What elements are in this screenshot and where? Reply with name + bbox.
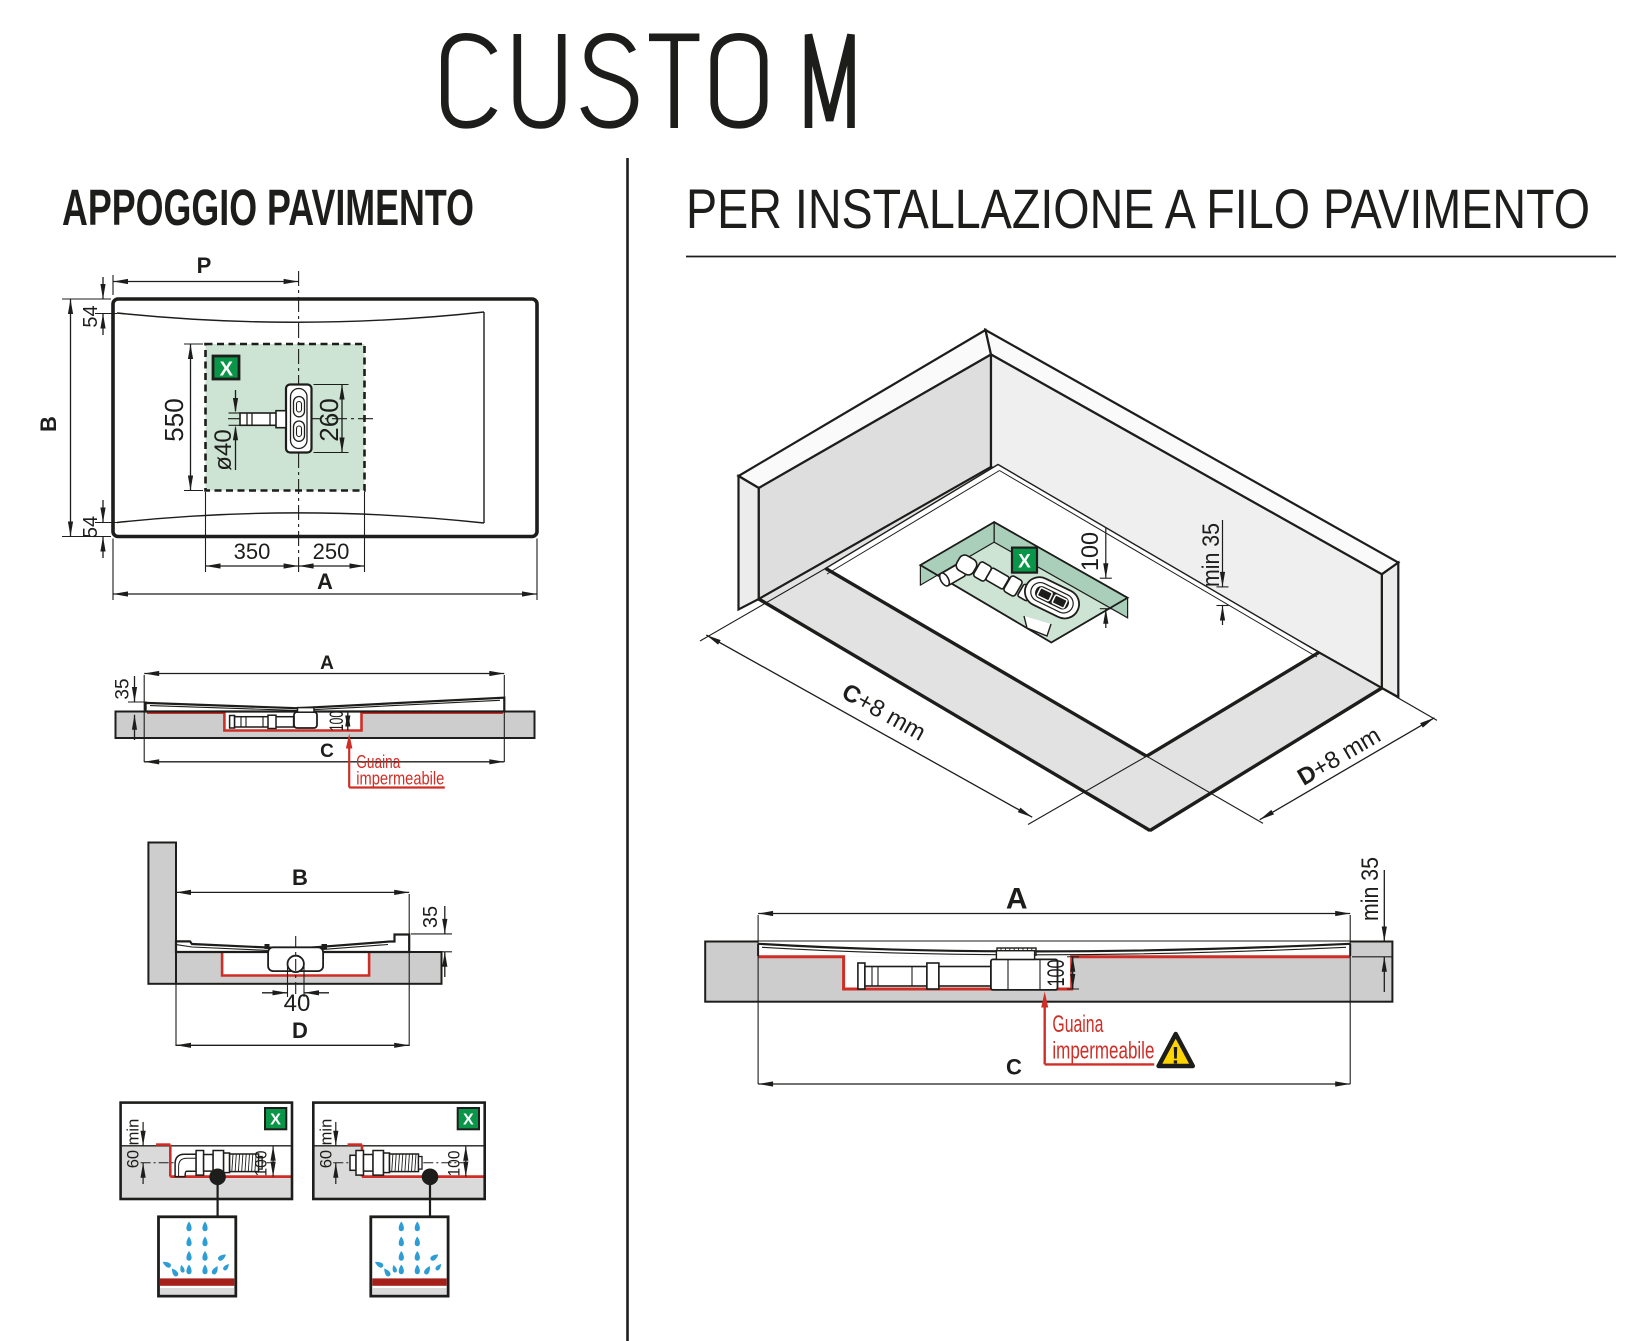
svg-text:60 min: 60 min <box>317 1119 335 1169</box>
svg-text:100: 100 <box>327 711 348 731</box>
svg-text:100: 100 <box>445 1151 463 1177</box>
svg-text:100: 100 <box>253 1151 271 1177</box>
svg-text:X: X <box>1018 552 1031 573</box>
svg-text:ø40: ø40 <box>210 429 237 470</box>
svg-text:350: 350 <box>234 539 271 564</box>
svg-text:40: 40 <box>284 990 311 1017</box>
svg-text:C: C <box>1006 1055 1022 1080</box>
svg-text:B: B <box>292 865 308 890</box>
svg-text:A: A <box>320 653 334 674</box>
svg-text:550: 550 <box>159 398 189 441</box>
svg-text:100: 100 <box>1077 532 1104 571</box>
svg-text:60 min: 60 min <box>125 1119 143 1169</box>
svg-text:X: X <box>463 1112 474 1129</box>
svg-text:min 35: min 35 <box>1198 523 1225 587</box>
svg-text:100: 100 <box>1043 960 1070 987</box>
svg-text:Guaina: Guaina <box>1052 1011 1103 1038</box>
svg-text:P: P <box>197 253 212 278</box>
svg-text:PER INSTALLAZIONE A FILO PAVIM: PER INSTALLAZIONE A FILO PAVIMENTO <box>686 177 1590 240</box>
svg-text:35: 35 <box>420 906 442 928</box>
svg-text:Guaina: Guaina <box>356 752 401 772</box>
svg-text:35: 35 <box>113 678 134 699</box>
svg-text:impermeabile: impermeabile <box>1052 1038 1154 1065</box>
svg-text:APPOGGIO PAVIMENTO: APPOGGIO PAVIMENTO <box>62 179 474 236</box>
svg-text:!: ! <box>1172 1043 1180 1070</box>
svg-text:impermeabile: impermeabile <box>356 769 444 789</box>
svg-text:A: A <box>1006 883 1028 916</box>
svg-text:260: 260 <box>314 398 344 441</box>
svg-text:min 35: min 35 <box>1357 857 1384 921</box>
svg-text:C: C <box>320 741 334 762</box>
svg-text:250: 250 <box>313 539 350 564</box>
svg-text:B: B <box>36 416 61 432</box>
svg-text:54: 54 <box>80 516 102 538</box>
svg-text:X: X <box>220 359 234 381</box>
svg-text:54: 54 <box>80 305 102 327</box>
svg-text:D: D <box>292 1018 308 1043</box>
svg-text:X: X <box>270 1112 281 1129</box>
svg-text:A: A <box>317 569 333 594</box>
